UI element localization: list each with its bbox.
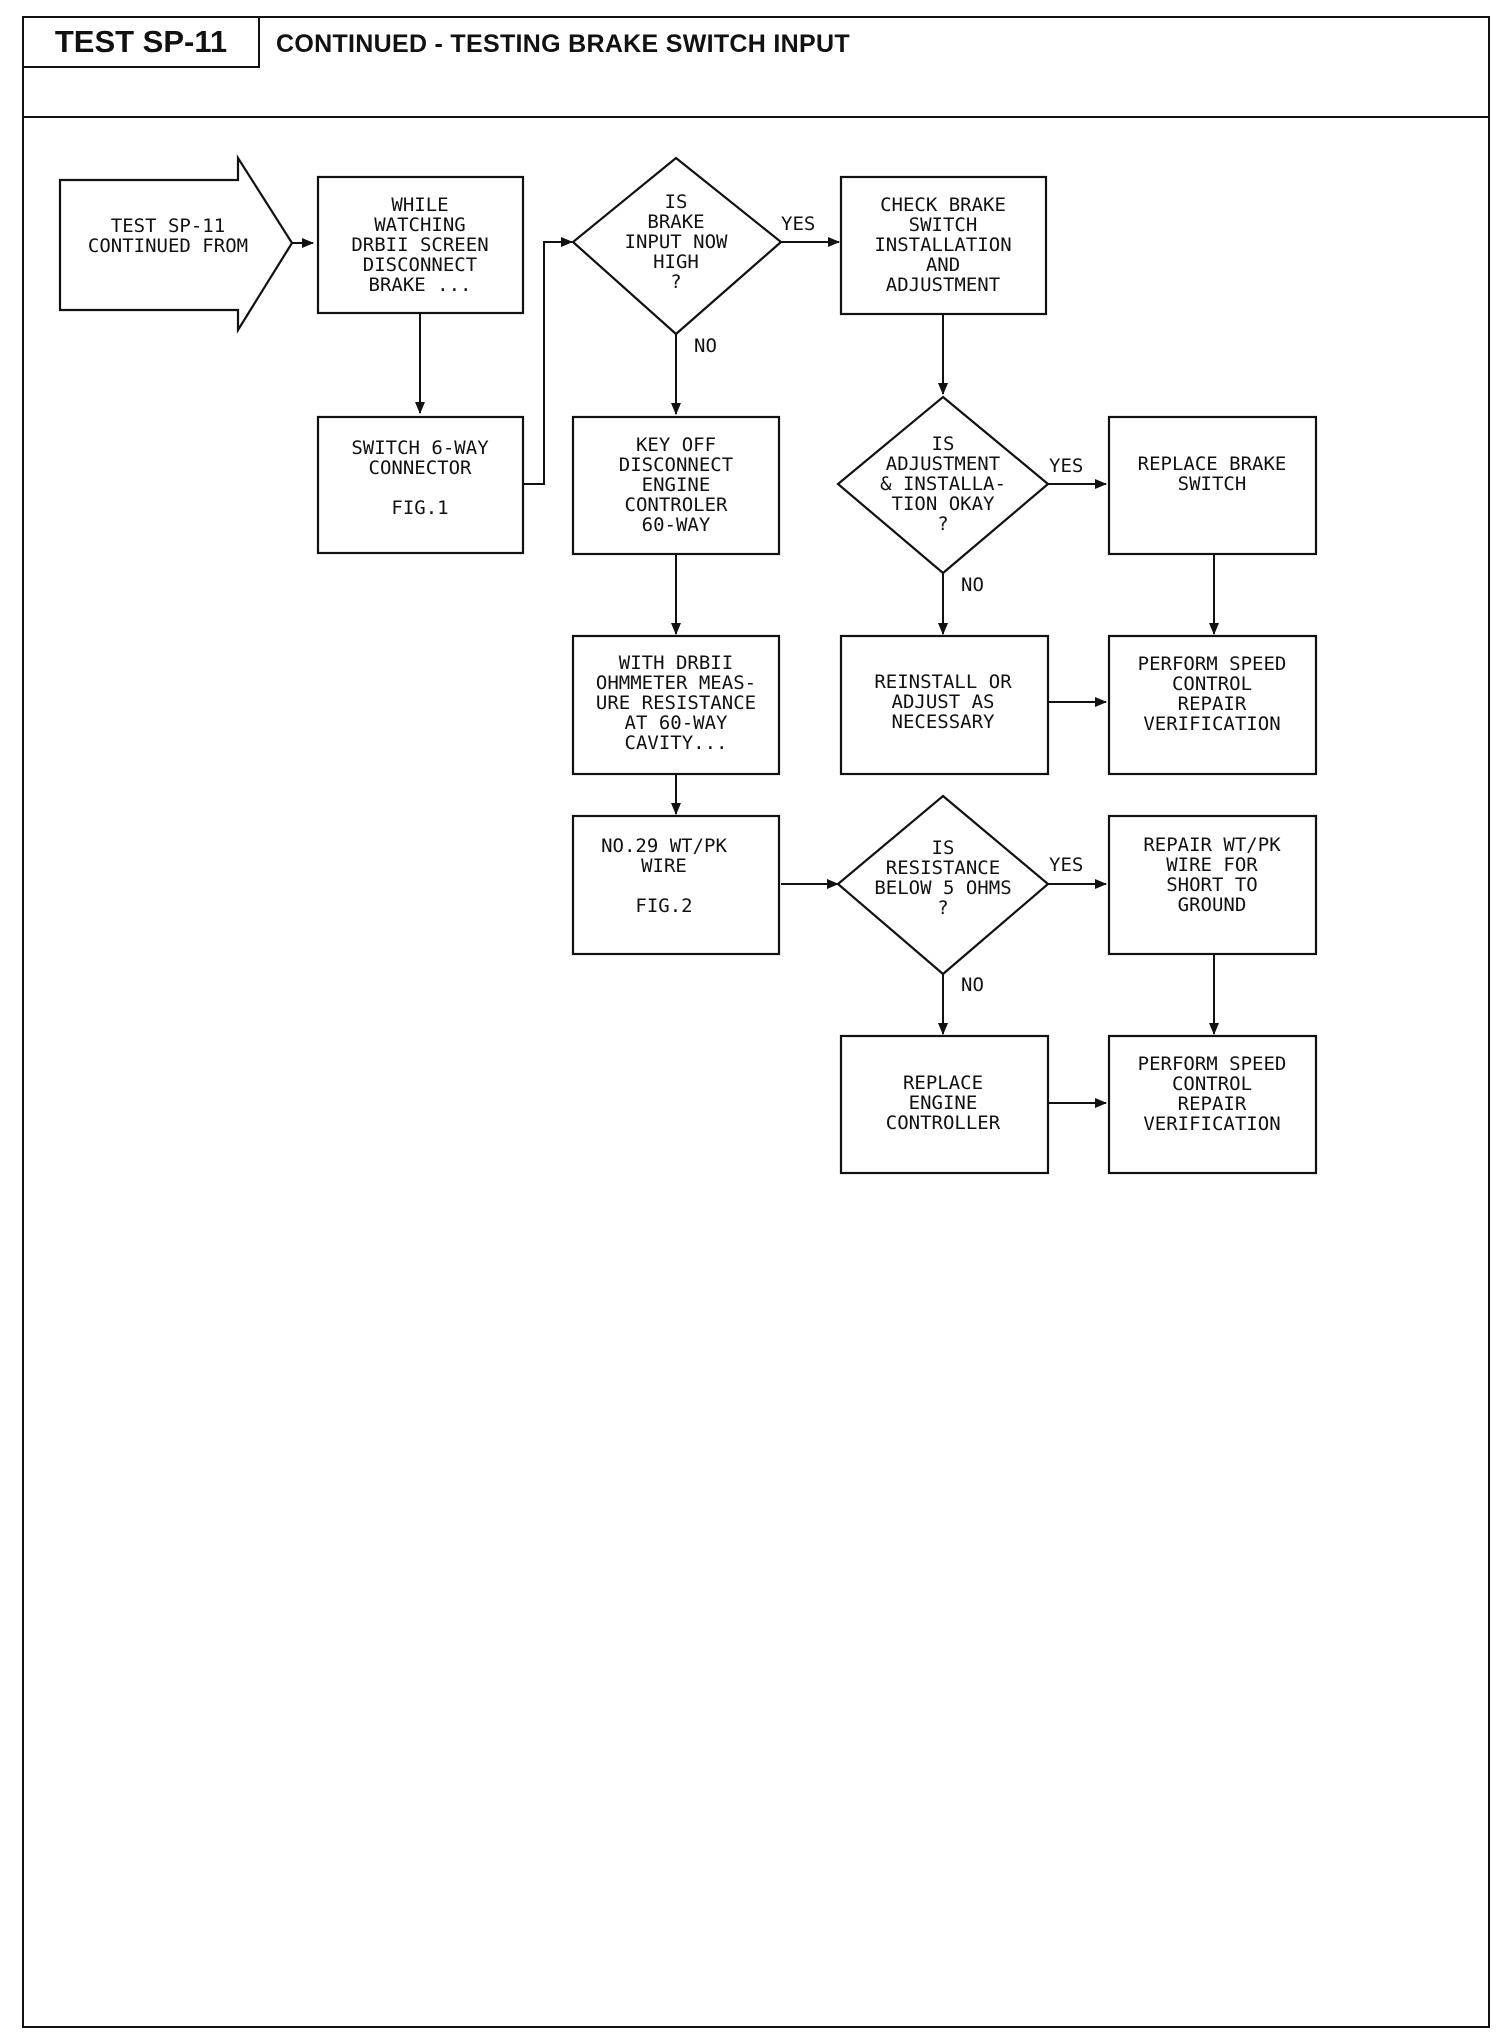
node-text-line: SWITCH bbox=[909, 214, 978, 236]
node-text-line: TION OKAY bbox=[892, 493, 996, 515]
node-text-line: BRAKE ... bbox=[369, 274, 472, 296]
node-text-line: INPUT NOW bbox=[625, 231, 729, 253]
node-text-line: SHORT TO bbox=[1166, 874, 1258, 896]
node-text-line: WATCHING bbox=[374, 214, 466, 236]
node-text-line: KEY OFF bbox=[636, 434, 716, 456]
node-text-line: AND bbox=[926, 254, 960, 276]
node-text-line: CONNECTOR bbox=[369, 457, 473, 479]
header-bar: TEST SP-11 CONTINUED - TESTING BRAKE SWI… bbox=[24, 18, 1488, 118]
node-text-line: DISCONNECT bbox=[619, 454, 733, 476]
node-text-line: HIGH bbox=[653, 251, 699, 273]
node-text-line: ? bbox=[937, 513, 948, 535]
node-text-line: GROUND bbox=[1178, 894, 1247, 916]
test-id-box: TEST SP-11 bbox=[24, 18, 260, 68]
edge-label-no: NO bbox=[961, 574, 984, 596]
node-text-line: BRAKE bbox=[647, 211, 704, 233]
node-text-line: ADJUSTMENT bbox=[886, 453, 1000, 475]
node-text-line: TEST SP-11 bbox=[111, 215, 225, 237]
node-text-line: FIG.2 bbox=[635, 895, 692, 917]
node-text-line: NO.29 WT/PK bbox=[601, 835, 727, 857]
node-text-line: IS bbox=[665, 191, 688, 213]
edge-labels: YES NO YES NO YES NO bbox=[694, 213, 1083, 996]
node-text-line: RESISTANCE bbox=[886, 857, 1000, 879]
node-text-line: OHMMETER MEAS- bbox=[596, 672, 756, 694]
node-text-line: WITH DRBII bbox=[619, 652, 733, 674]
node-text-line: DISCONNECT bbox=[363, 254, 477, 276]
node-text-line: WIRE FOR bbox=[1166, 854, 1258, 876]
node-text-line: URE RESISTANCE bbox=[596, 692, 756, 714]
node-text-line: BELOW 5 OHMS bbox=[874, 877, 1011, 899]
node-text-line: CHECK BRAKE bbox=[880, 194, 1006, 216]
node-text-line: DRBII SCREEN bbox=[351, 234, 488, 256]
node-text-line: CONTROL bbox=[1172, 673, 1252, 695]
node-text-line: IS bbox=[932, 837, 955, 859]
page-frame: TEST SP-11 CONTINUED - TESTING BRAKE SWI… bbox=[22, 16, 1490, 2028]
node-text-line: CONTROLER bbox=[625, 494, 729, 516]
node-text-line: REINSTALL OR bbox=[874, 671, 1012, 693]
node-text-line: REPLACE BRAKE bbox=[1138, 453, 1287, 475]
node-text-line: VERIFICATION bbox=[1143, 1113, 1280, 1135]
node-text-line: WHILE bbox=[391, 194, 448, 216]
node-text-line: PERFORM SPEED bbox=[1138, 1053, 1287, 1075]
node-text-line: SWITCH bbox=[1178, 473, 1247, 495]
node-text-line: ? bbox=[670, 271, 681, 293]
node-check-install: CHECK BRAKESWITCHINSTALLATIONANDADJUSTME… bbox=[839, 175, 1048, 316]
node-text-line: REPAIR bbox=[1178, 693, 1247, 715]
node-text-line: PERFORM SPEED bbox=[1138, 653, 1287, 675]
node-text-line: VERIFICATION bbox=[1143, 713, 1280, 735]
node-text-line: ENGINE bbox=[642, 474, 711, 496]
node-text-line: REPLACE bbox=[903, 1072, 983, 1094]
node-text-line: 60-WAY bbox=[642, 514, 711, 536]
node-text-line: SWITCH 6-WAY bbox=[351, 437, 489, 459]
edge-label-no: NO bbox=[694, 335, 717, 357]
edge-label-yes: YES bbox=[1049, 455, 1083, 477]
node-text-line: INSTALLATION bbox=[874, 234, 1011, 256]
node-text-line: CAVITY... bbox=[625, 732, 728, 754]
node-text-line: & INSTALLA- bbox=[880, 473, 1006, 495]
node-text-line: WIRE bbox=[641, 855, 687, 877]
node-text-line: REPAIR WT/PK bbox=[1143, 834, 1281, 856]
edge-label-no: NO bbox=[961, 974, 984, 996]
node-text-line: ADJUST AS bbox=[892, 691, 995, 713]
node-text-line: CONTROL bbox=[1172, 1073, 1252, 1095]
edge-label-yes: YES bbox=[781, 213, 815, 235]
node-text-line: NECESSARY bbox=[892, 711, 996, 733]
node-text-line: FIG.1 bbox=[391, 497, 448, 519]
page-title: CONTINUED - TESTING BRAKE SWITCH INPUT bbox=[276, 30, 850, 58]
node-text-line: IS bbox=[932, 433, 955, 455]
edges bbox=[292, 237, 1219, 1108]
node-text-line: CONTROLLER bbox=[886, 1112, 1001, 1134]
node-text-line: ? bbox=[937, 897, 948, 919]
node-text-line: AT 60-WAY bbox=[625, 712, 729, 734]
node-text-line: ADJUSTMENT bbox=[886, 274, 1000, 296]
node-text-line: CONTINUED FROM bbox=[88, 235, 248, 257]
node-text-line: REPAIR bbox=[1178, 1093, 1247, 1115]
edge-label-yes: YES bbox=[1049, 854, 1083, 876]
edge-switch-brakehigh bbox=[524, 237, 573, 485]
node-text-line: ENGINE bbox=[909, 1092, 978, 1114]
